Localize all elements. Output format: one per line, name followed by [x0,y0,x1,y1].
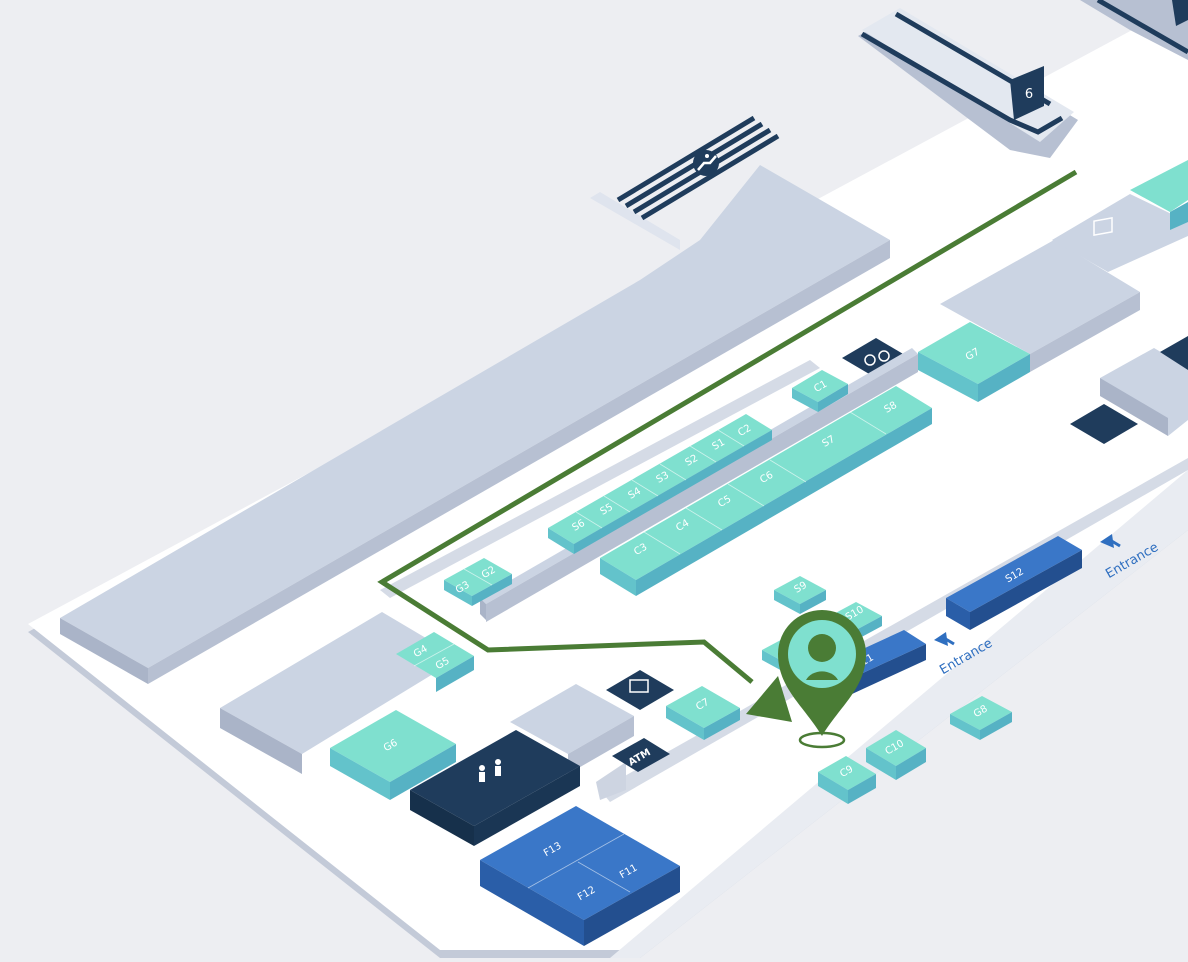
elevator-number: 6 [1025,87,1033,102]
route-path [377,169,1078,722]
shop-g6[interactable]: G6 [330,710,456,800]
escalator[interactable] [616,115,780,221]
shop-g8[interactable]: G8 [950,696,1012,740]
arrow-icon [1100,534,1114,548]
shop-s9[interactable]: S9 [774,576,826,614]
shop-c10[interactable]: C10 [866,730,926,780]
wall-block-lower-left [220,612,456,774]
route-arrow-icon [746,676,792,722]
arrow-icon [934,632,948,646]
ticket-machine-icon[interactable] [606,670,674,710]
ticket-machine-icon[interactable] [1070,217,1138,444]
shop-g3-g2[interactable]: G3 G2 [444,558,512,606]
wall-blocks-right [940,194,1188,436]
shop-right-top[interactable] [1130,160,1188,230]
shop-c1[interactable]: C1 [792,370,848,412]
restroom[interactable] [410,730,580,846]
shop-g4-g5[interactable]: G4 G5 [396,632,474,692]
shop-c9[interactable]: C9 [818,756,876,804]
wall-block-left [60,165,890,684]
escalator-icon [693,150,719,176]
location-pin-icon[interactable] [778,610,866,749]
shop-c7[interactable]: C7 [666,686,740,740]
wall-block-center-lower [510,684,634,774]
shop-row-lower[interactable]: C3 C4 C5 C6 S7 S8 [600,386,932,596]
elevator-ramp: 6 [858,0,1188,158]
shop-s12[interactable]: S12 [946,536,1082,630]
shop-g7[interactable]: G7 [918,322,1030,402]
shop-row-upper[interactable]: S6 S5 S4 S3 S2 S1 C2 [548,414,772,554]
atm[interactable]: ATM [612,738,670,772]
restroom-icon [479,759,501,782]
shop-f-block[interactable]: F13 F11 F12 [480,806,680,946]
corridor-divider [380,360,1188,802]
elevator-icon [1010,66,1044,120]
